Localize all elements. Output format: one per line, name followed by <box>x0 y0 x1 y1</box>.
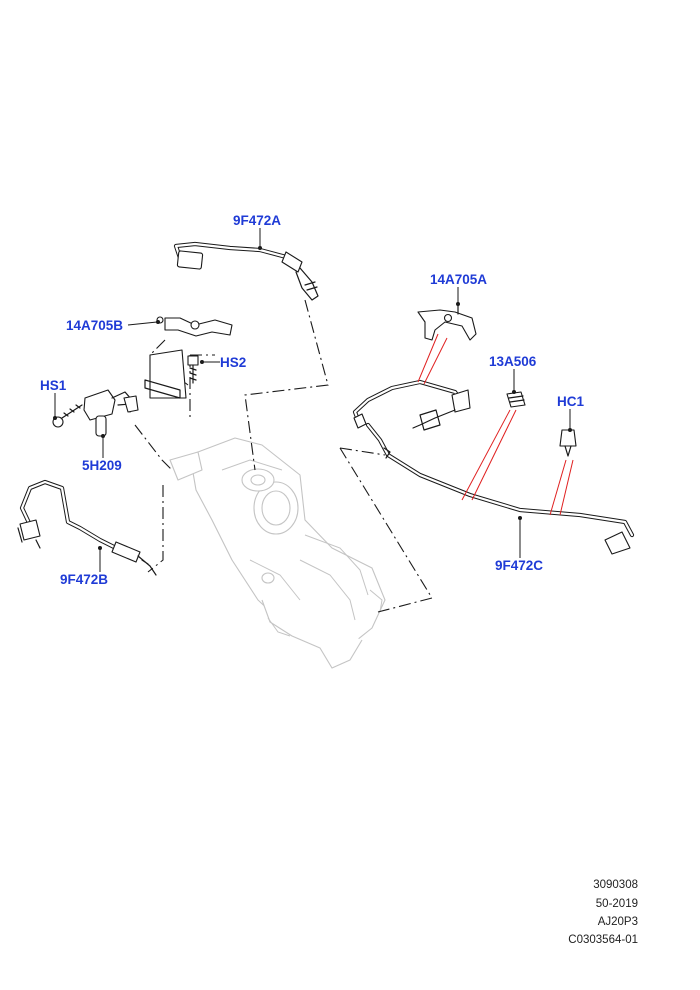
callout-9F472A: 9F472A <box>233 213 281 228</box>
reference-line-3: AJ20P3 <box>597 916 638 928</box>
callout-9F472B: 9F472B <box>60 572 108 587</box>
catalytic-converter <box>169 437 386 669</box>
clip-HC1 <box>559 429 577 457</box>
sensor-5H209 <box>83 389 139 437</box>
sensor-9F472C <box>352 379 635 555</box>
bolt-HS1 <box>52 404 83 428</box>
callout-HS2: HS2 <box>220 355 246 370</box>
callout-5H209: 5H209 <box>82 458 122 473</box>
reference-line-1: 3090308 <box>593 879 638 891</box>
callout-labels: 9F472A 14A705B HS2 HS1 5H209 9F472B 14A7… <box>40 213 584 587</box>
bracket-14A705B <box>144 316 233 399</box>
callout-13A506: 13A506 <box>489 354 537 369</box>
clip-13A506 <box>506 391 526 408</box>
callout-HS1: HS1 <box>40 378 67 393</box>
callout-HC1: HC1 <box>557 394 584 409</box>
reference-line-2: 50-2019 <box>595 898 638 910</box>
sensor-9F472B <box>17 479 157 576</box>
callout-14A705A: 14A705A <box>430 272 487 287</box>
red-leaders <box>417 333 574 516</box>
sensor-9F472A <box>173 241 319 301</box>
bracket-14A705A <box>417 301 477 341</box>
installation-lines <box>134 299 433 613</box>
callout-14A705B: 14A705B <box>66 318 123 333</box>
reference-line-4: C0303564-01 <box>568 934 638 946</box>
callout-9F472C: 9F472C <box>495 558 543 573</box>
callout-leaders <box>53 228 572 572</box>
bolt-HS2 <box>187 355 199 384</box>
